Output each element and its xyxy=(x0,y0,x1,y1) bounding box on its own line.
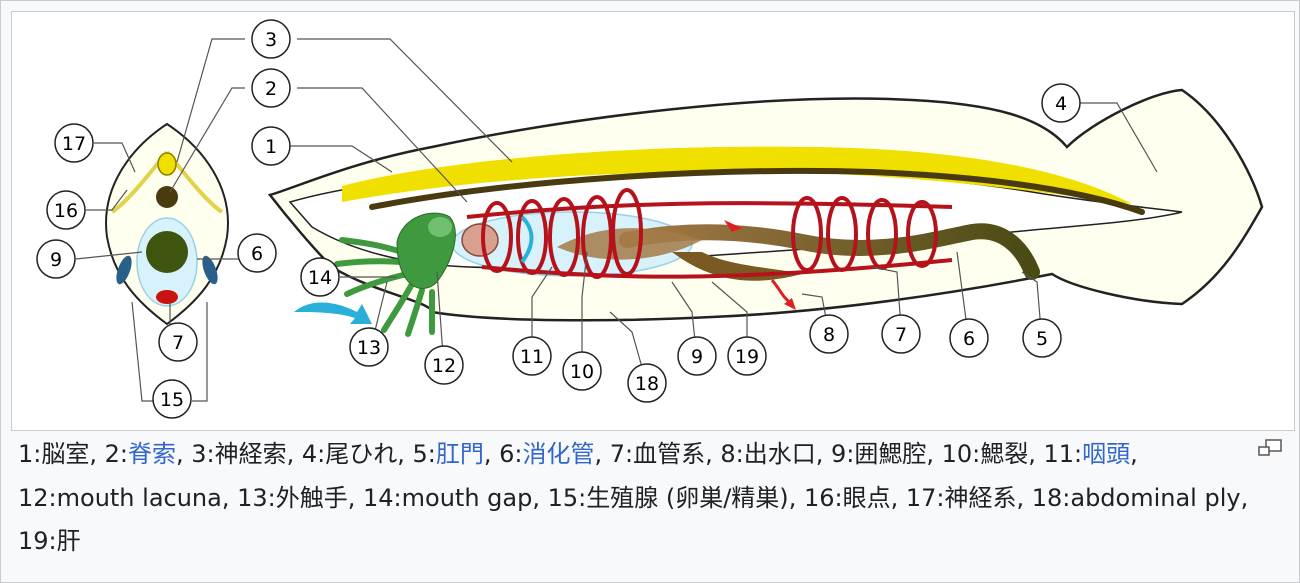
label-13: 13 xyxy=(357,337,381,359)
caption-number: 6: xyxy=(499,440,523,468)
label-5: 5 xyxy=(1036,328,1048,350)
label-15: 15 xyxy=(160,389,184,411)
caption-number: 15: xyxy=(547,483,587,512)
label-8: 8 xyxy=(823,324,835,346)
caption-number: 19: xyxy=(18,527,57,555)
label-14: 14 xyxy=(308,267,332,289)
caption-term: 神経索 xyxy=(214,440,287,468)
caption-term-link[interactable]: 消化管 xyxy=(522,440,595,468)
caption-term: 神経系 xyxy=(944,483,1017,512)
caption-number: 4: xyxy=(301,440,326,468)
caption-number: 17: xyxy=(905,483,945,512)
oral-tentacles xyxy=(334,237,436,337)
magnify-clip-icon[interactable] xyxy=(1257,439,1283,459)
label-9-cross: 9 xyxy=(50,249,62,271)
label-9: 9 xyxy=(691,346,703,368)
leader-lines xyxy=(75,38,1158,402)
caption-number: 2: xyxy=(104,440,128,468)
label-7: 7 xyxy=(895,324,907,346)
caption-number: 5: xyxy=(412,440,436,468)
label-3: 3 xyxy=(265,29,277,51)
caption-term: 肝 xyxy=(56,527,81,555)
caption-number: 16: xyxy=(803,483,843,512)
caption-term: 生殖腺 (卵巣/精巣) xyxy=(586,483,789,512)
label-7-cross: 7 xyxy=(172,332,184,354)
caption-term: abdominal ply xyxy=(1070,483,1241,512)
label-2: 2 xyxy=(265,78,277,100)
caption-number: 8: xyxy=(720,440,744,468)
caption-term: 鰓裂 xyxy=(980,440,1029,468)
caption-number: 3: xyxy=(191,440,215,468)
label-6-cross: 6 xyxy=(251,243,263,265)
label-6: 6 xyxy=(963,328,975,350)
caption-term-link[interactable]: 咽頭 xyxy=(1082,440,1131,468)
label-11: 11 xyxy=(520,346,544,368)
label-12: 12 xyxy=(432,355,456,377)
caption-term: 眼点 xyxy=(842,483,891,512)
caption-term: 脳室 xyxy=(41,440,90,468)
caption-number: 13: xyxy=(237,483,276,512)
caption-number: 10: xyxy=(941,440,981,468)
caption-number: 11: xyxy=(1043,440,1083,468)
caption-term: 外触手 xyxy=(275,483,348,512)
caption-term: 血管系 xyxy=(633,440,706,468)
caption-number: 1: xyxy=(18,440,42,468)
label-16: 16 xyxy=(54,200,78,222)
caption-term: mouth gap xyxy=(401,483,533,512)
number-markers: 3 2 1 4 5 6 7 8 9 19 xyxy=(36,19,1081,419)
caption-number: 7: xyxy=(609,440,634,468)
caption-term: 尾ひれ xyxy=(325,440,398,468)
cross-section xyxy=(105,122,229,326)
label-10: 10 xyxy=(570,361,594,383)
gill-bars xyxy=(481,188,938,279)
label-4: 4 xyxy=(1055,93,1067,115)
label-19: 19 xyxy=(735,346,759,368)
longitudinal-body xyxy=(267,88,1264,337)
caption-term: 囲鰓腔 xyxy=(854,440,927,468)
caption-number: 18: xyxy=(1031,483,1071,512)
label-17: 17 xyxy=(62,133,86,155)
figure-caption: 1:脳室, 2:脊索, 3:神経索, 4:尾ひれ, 5:肛門, 6:消化管, 7… xyxy=(18,440,1249,555)
caption-term-link[interactable]: 脊索 xyxy=(127,440,176,468)
caption-term-link[interactable]: 肛門 xyxy=(435,440,484,468)
caption-number: 9: xyxy=(831,440,855,468)
label-1: 1 xyxy=(265,136,277,158)
label-18: 18 xyxy=(635,373,659,395)
lancelet-anatomy-diagram[interactable]: 3 2 1 4 5 6 7 8 9 19 xyxy=(11,11,1295,431)
caption-term: mouth lacuna xyxy=(56,483,222,512)
caption-number: 12: xyxy=(18,483,57,512)
caption-term: 出水口 xyxy=(743,440,816,468)
caption-number: 14: xyxy=(363,483,402,512)
